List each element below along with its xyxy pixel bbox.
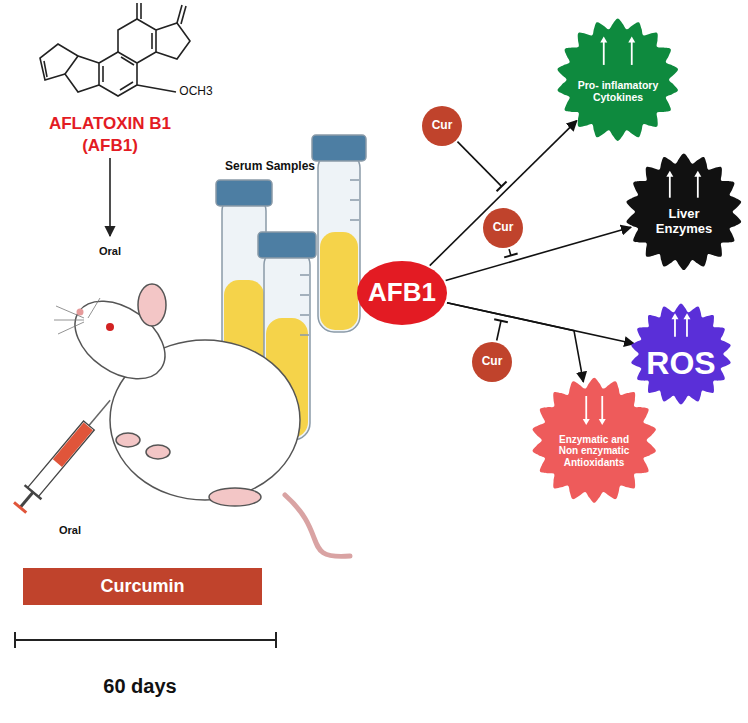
effect-arrow xyxy=(446,227,631,280)
molecule-structure xyxy=(40,3,190,96)
node-text-box: ROS xyxy=(630,303,732,405)
curcumin-circle: Cur xyxy=(472,342,512,382)
compound-name: AFLATOXIN B1 xyxy=(49,115,171,134)
change-arrow xyxy=(697,175,699,198)
duration-label: 60 days xyxy=(103,675,176,697)
effect-badge: ROS xyxy=(630,303,732,405)
node-text: Cur xyxy=(482,355,503,369)
rat-illustration xyxy=(54,284,350,556)
toxin-ellipse: AFB1 xyxy=(357,261,447,325)
node-text-box: AFB1 xyxy=(357,261,447,325)
shape-fill xyxy=(357,261,447,325)
node-text-box: Cur xyxy=(483,208,523,248)
change-arrow-head xyxy=(694,171,701,177)
group-label: OCH3 xyxy=(179,85,212,98)
change-arrow xyxy=(585,396,587,421)
node-text-box: Cur xyxy=(472,342,512,382)
node-text: Liver Enzymes xyxy=(644,207,724,237)
inhibition-bar xyxy=(497,181,507,191)
change-arrow-head xyxy=(600,37,607,43)
node-text: ROS xyxy=(646,345,715,382)
node-text: Cur xyxy=(493,221,514,235)
curcumin-circle: Cur xyxy=(483,208,523,248)
node-text: Pro- inflamatory Cytokines xyxy=(576,79,660,103)
treatment-band: Curcumin xyxy=(23,568,262,605)
change-arrow xyxy=(601,396,603,421)
inhibition-bar xyxy=(504,254,517,258)
change-arrow xyxy=(674,317,676,336)
node-text-box: Liver Enzymes xyxy=(625,153,743,271)
change-arrow-head xyxy=(666,171,673,177)
effect-badge: Pro- inflamatory Cytokines xyxy=(556,18,680,142)
node-text: Cur xyxy=(432,119,453,133)
shape-fill xyxy=(422,106,462,146)
change-arrow-head xyxy=(683,313,690,319)
node-text-box: Cur xyxy=(422,106,462,146)
route-arrow xyxy=(109,158,111,236)
node-text-box: Enzymatic and Non enzymatic Antioxidants xyxy=(531,377,657,503)
change-arrow xyxy=(631,41,633,65)
effect-badge: Enzymatic and Non enzymatic Antioxidants xyxy=(531,377,657,503)
route-label: Oral xyxy=(59,524,81,536)
change-arrow xyxy=(603,41,605,65)
change-arrow-head xyxy=(598,419,605,425)
syringe xyxy=(12,393,119,514)
node-text-box: Pro- inflamatory Cytokines xyxy=(556,18,680,142)
time-scale-bar xyxy=(15,632,276,648)
effect-arrow xyxy=(447,303,583,382)
compound-abbreviation: (AFB1) xyxy=(82,137,138,156)
node-text: Enzymatic and Non enzymatic Antioxidants xyxy=(551,434,637,469)
node-text-box: Curcumin xyxy=(23,568,262,605)
change-arrow-head xyxy=(671,313,678,319)
inhibition-line xyxy=(457,142,501,187)
band-fill xyxy=(23,568,262,605)
change-arrow-head xyxy=(628,37,635,43)
route-label: Oral xyxy=(99,245,121,257)
change-arrow-head xyxy=(582,419,589,425)
node-text: Curcumin xyxy=(100,576,184,597)
change-arrow xyxy=(669,175,671,198)
badge-fill xyxy=(558,19,678,141)
badge-fill xyxy=(627,154,742,270)
curcumin-circle: Cur xyxy=(422,106,462,146)
effect-badge: Liver Enzymes xyxy=(625,153,743,271)
inhibition-bar xyxy=(494,319,508,322)
sample-label: Serum Samples xyxy=(225,160,315,173)
badge-fill xyxy=(532,377,655,502)
shape-fill xyxy=(483,208,523,248)
inhibition-line xyxy=(497,321,501,341)
shape-fill xyxy=(472,342,512,382)
badge-fill xyxy=(631,304,730,405)
change-arrow xyxy=(686,317,688,336)
node-text: AFB1 xyxy=(368,278,436,308)
